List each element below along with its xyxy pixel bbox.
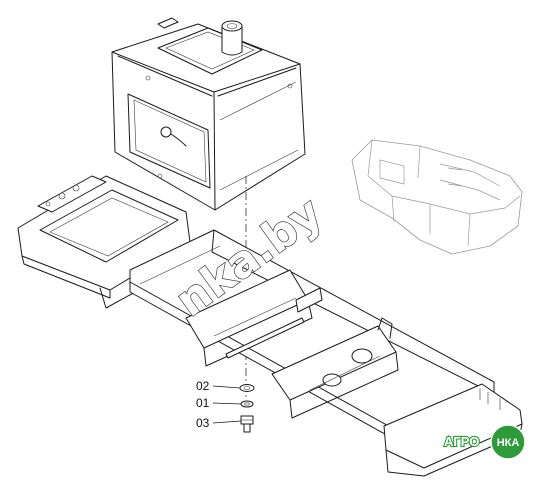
logo-prefix: АГРО [444, 434, 479, 449]
main-frame-rail [129, 229, 523, 477]
fuel-tank [111, 17, 306, 211]
washer-02 [239, 384, 255, 392]
callout-01: 01 [196, 396, 242, 410]
callout-label: 02 [196, 379, 210, 393]
background-assembly [351, 139, 523, 255]
callout-02: 02 [196, 379, 241, 393]
logo-mark: НКА [497, 437, 520, 449]
callout-03: 03 [196, 416, 242, 430]
battery-box-frame [17, 175, 191, 309]
lock-washer-01 [240, 400, 254, 408]
bolt-03 [240, 415, 254, 433]
callout-label: 03 [196, 416, 210, 430]
brand-logo: АГРО НКА [443, 424, 526, 460]
logo-circle [490, 424, 526, 460]
fasteners [239, 384, 255, 433]
callout-label: 01 [196, 396, 210, 410]
